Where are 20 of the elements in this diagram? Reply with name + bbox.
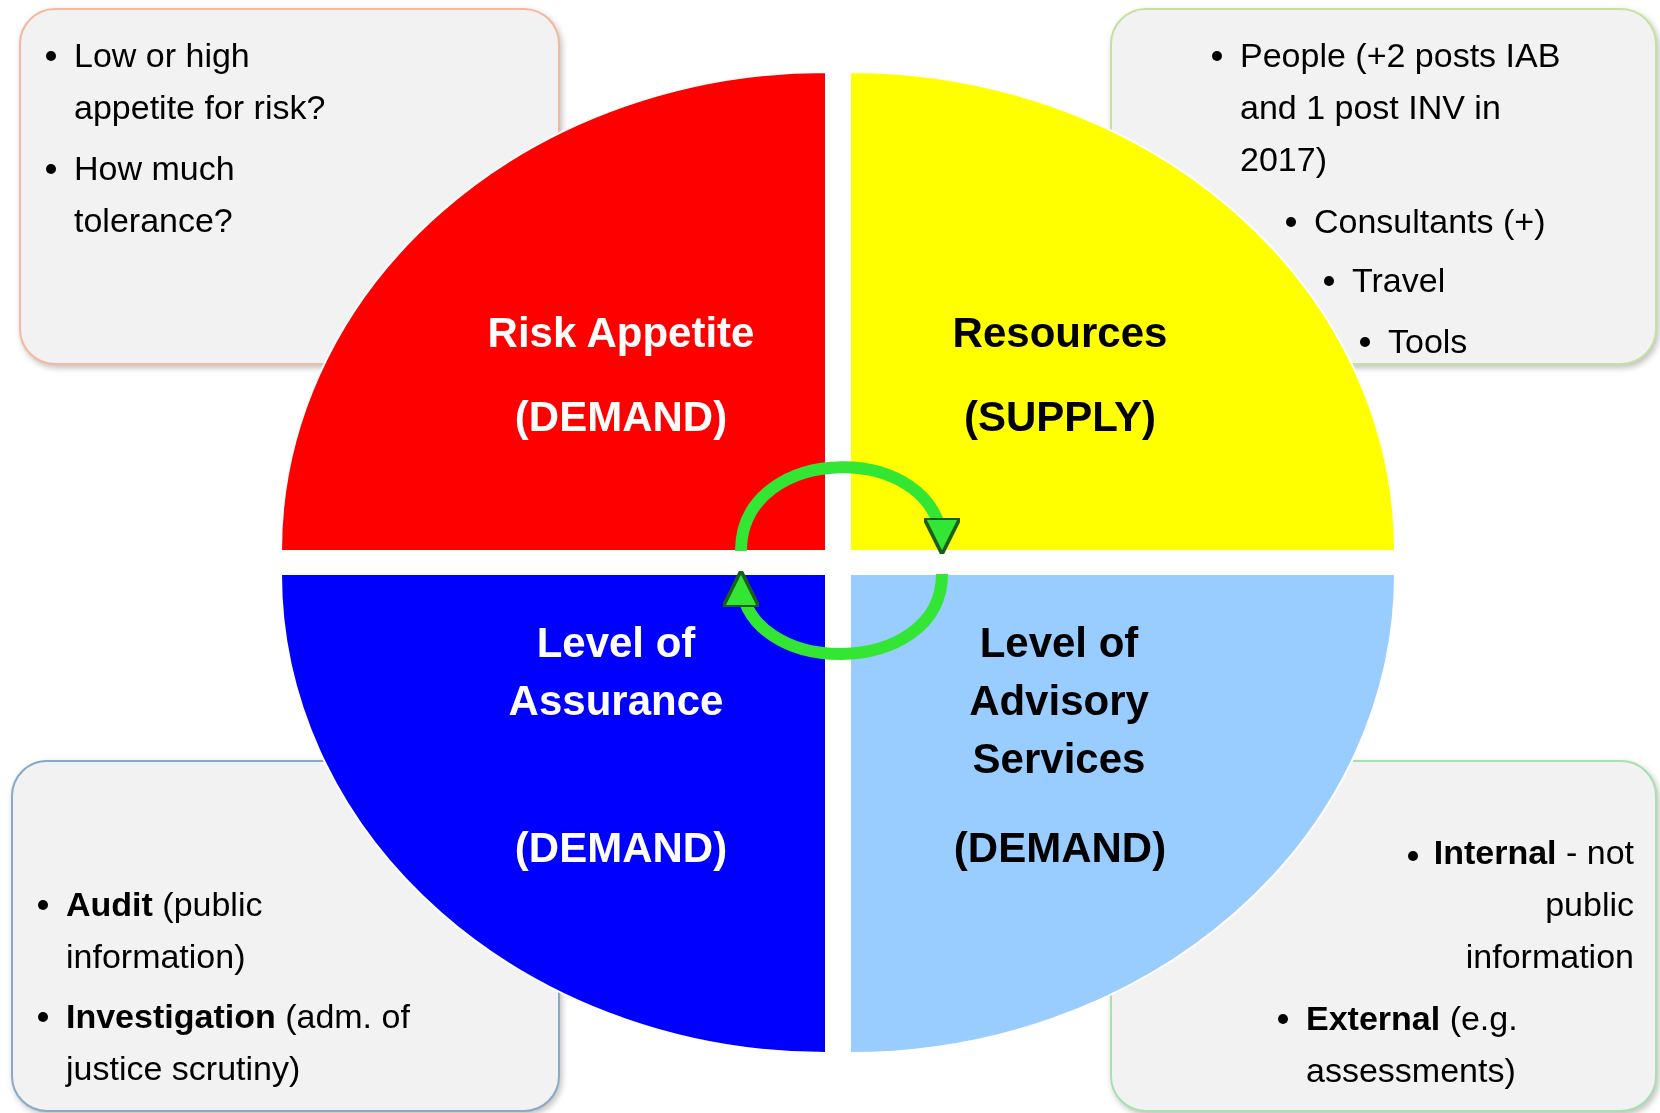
bullet-text: Tools (1388, 321, 1468, 362)
bullet-text: People (+2 posts IAB and 1 post INV in 2017) (1240, 35, 1562, 180)
quadrant-label: (DEMAND) (513, 392, 729, 442)
quadrant-label: (DEMAND) (952, 823, 1168, 873)
bullet-text: External (e.g. assessments) (1306, 998, 1519, 1091)
bullet-text: Travel (1352, 260, 1446, 301)
quadrant-label: Resources (951, 308, 1169, 358)
bullet-text: Low or high appetite for risk? (74, 35, 327, 128)
bullet-text: Consultants (+) (1314, 201, 1546, 242)
quadrant-label: Level of Assurance (507, 618, 725, 726)
bullet-text: How much tolerance? (74, 148, 236, 241)
quadrant-label: Risk Appetite (486, 308, 756, 358)
quadrant-label: Level of Advisory Services (968, 618, 1150, 784)
quadrant-label: (DEMAND) (513, 823, 729, 873)
bullet-text: Internal - not public information (1433, 833, 1634, 975)
curved-arrow (735, 461, 957, 556)
bullet-text: Investigation (adm. of justice scrutiny) (66, 996, 411, 1089)
quadrant-label: (SUPPLY) (962, 392, 1158, 442)
bullet-text: Audit (public information) (66, 884, 264, 977)
curved-arrow (726, 569, 948, 660)
